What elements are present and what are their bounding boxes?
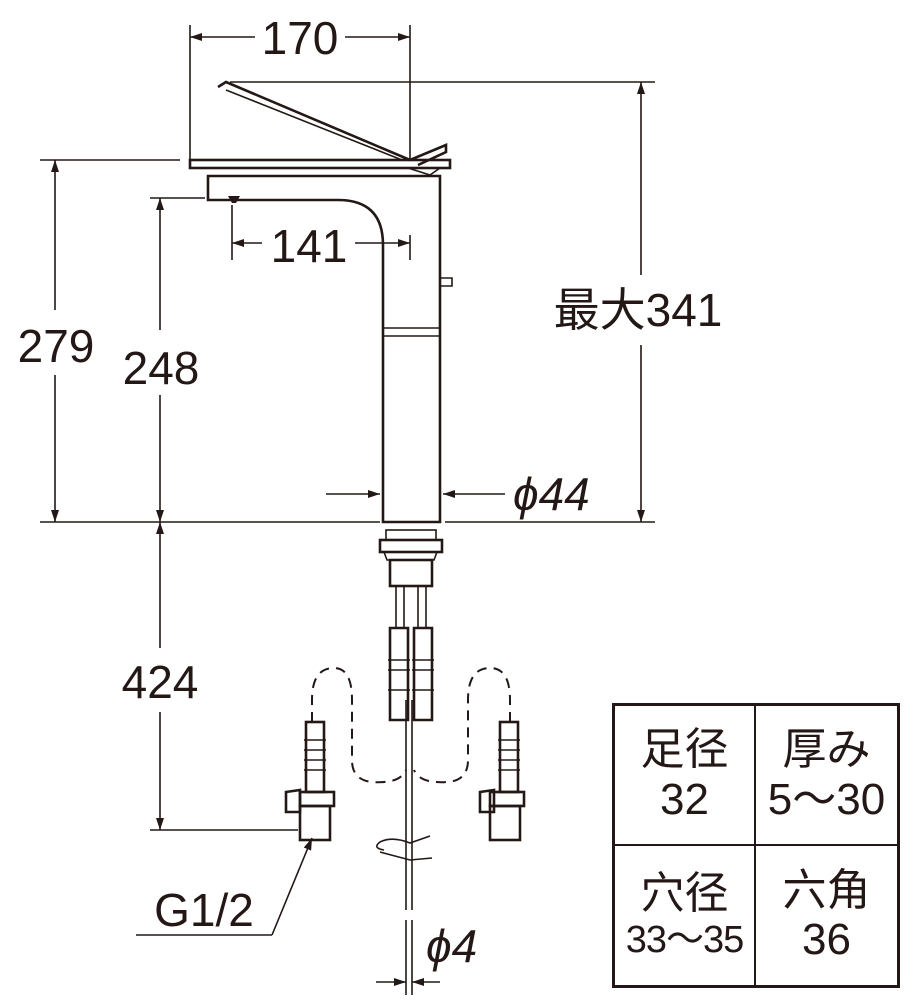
dim-rod-diameter: ϕ4 <box>426 920 477 972</box>
left-hose <box>311 666 407 784</box>
dim-supply-length: 424 <box>122 656 199 708</box>
faucet-body <box>188 80 526 910</box>
spec-cell-foot-diameter: 足径 32 <box>615 706 756 846</box>
spec-cell-hole-diameter: 穴径 33～35 <box>615 845 756 985</box>
spec-value: 33～35 <box>625 918 745 961</box>
spec-label: 六角 <box>782 865 871 915</box>
base-nut <box>378 538 444 554</box>
dim-spout-length: 170 <box>262 12 339 64</box>
dim-max-height: 最大341 <box>554 284 723 336</box>
dim-supply-thread: G1/2 <box>154 884 254 936</box>
spec-value: 5～30 <box>767 774 886 824</box>
dim-body-height: 279 <box>18 320 95 372</box>
dim-spout-height: 248 <box>123 342 200 394</box>
spec-table: 足径 32 厚み 5～30 穴径 33～35 六角 36 <box>612 703 900 988</box>
left-connector <box>284 720 336 842</box>
spec-label: 厚み <box>782 725 871 775</box>
spec-value: 36 <box>802 915 851 965</box>
spec-cell-hex: 六角 36 <box>756 846 897 986</box>
spec-label: 足径 <box>640 725 729 775</box>
lever-handle <box>217 80 448 167</box>
spec-value: 32 <box>660 774 709 824</box>
handle-plate <box>188 158 452 170</box>
dim-spout-reach: 141 <box>271 220 348 272</box>
right-connector <box>478 720 526 842</box>
spec-cell-thickness: 厚み 5～30 <box>756 706 897 846</box>
dim-body-diameter: ϕ44 <box>513 468 590 520</box>
shank <box>388 558 434 588</box>
spec-label: 穴径 <box>640 869 729 919</box>
dimension-lines <box>40 25 655 995</box>
spout <box>206 174 442 524</box>
right-hose <box>413 666 511 784</box>
